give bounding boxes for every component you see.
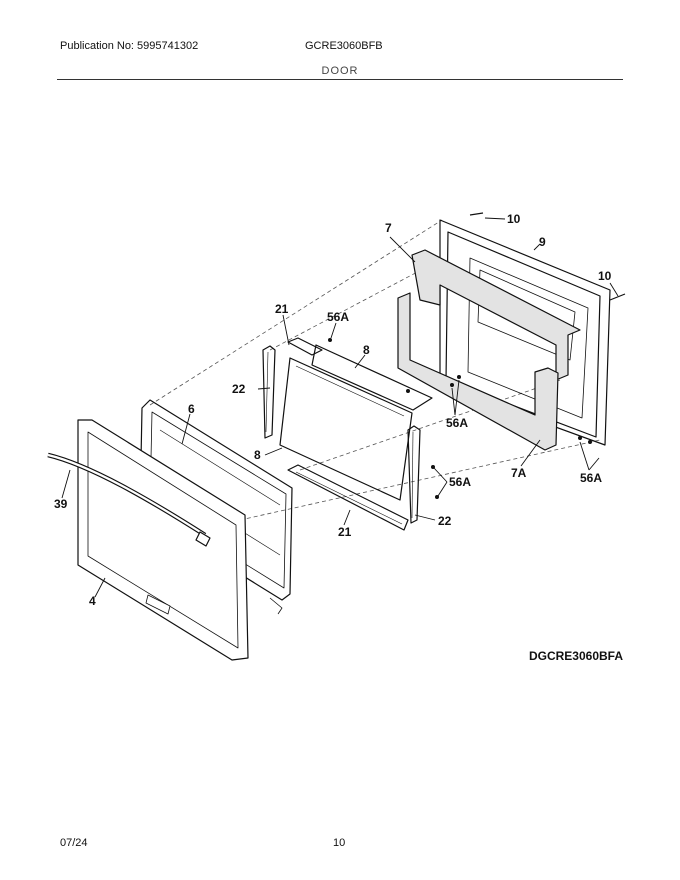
drawing-code: DGCRE3060BFA: [528, 649, 623, 663]
callout-7a: 7A: [511, 466, 527, 480]
section-title: DOOR: [321, 65, 359, 77]
callout-21-bottom: 21: [338, 525, 352, 539]
callout-56a-lower: 56A: [449, 475, 471, 489]
side-bracket-left: [262, 345, 276, 439]
callout-6: 6: [188, 402, 195, 416]
callout-22-right: 22: [438, 514, 452, 528]
model-number: GCRE3060BFB: [305, 40, 383, 52]
door-handle-39: [47, 452, 211, 547]
callout-21-top: 21: [275, 302, 289, 316]
top-channel-21: [287, 337, 323, 356]
publication-number: Publication No: 5995741302: [60, 40, 199, 52]
callout-10-top: 10: [507, 212, 521, 226]
callout-8-lower: 8: [254, 448, 261, 462]
callout-10-right: 10: [598, 269, 612, 283]
callout-39: 39: [54, 497, 68, 511]
inner-door-panel: [439, 212, 626, 446]
callout-9: 9: [539, 235, 546, 249]
callout-7: 7: [385, 221, 392, 235]
outer-door-4: [77, 419, 249, 661]
callout-22-left: 22: [232, 382, 246, 396]
page-number: 10: [333, 837, 346, 849]
leader-lines: [61, 217, 619, 598]
top-gasket-7: [411, 249, 581, 381]
side-bracket-right: [407, 425, 421, 524]
alignment-lines: [149, 219, 601, 521]
callout-4: 4: [89, 594, 96, 608]
callout-labels: 10 9 7 10 21 56A 8 22 6 8 56A 56A 7A 56A…: [54, 212, 612, 608]
bottom-channel-21: [287, 464, 409, 531]
callout-56a-right: 56A: [580, 471, 602, 485]
header-rule: [57, 79, 623, 80]
footer-date: 07/24: [60, 837, 88, 849]
glass-pane-front: [279, 357, 413, 501]
callout-56a-middle: 56A: [446, 416, 468, 430]
glass-pane-rear: [311, 344, 433, 411]
hardware-56a: [328, 338, 592, 499]
callout-56a-top: 56A: [327, 310, 349, 324]
lower-gasket-7a: [397, 292, 559, 451]
callout-8-top: 8: [363, 343, 370, 357]
